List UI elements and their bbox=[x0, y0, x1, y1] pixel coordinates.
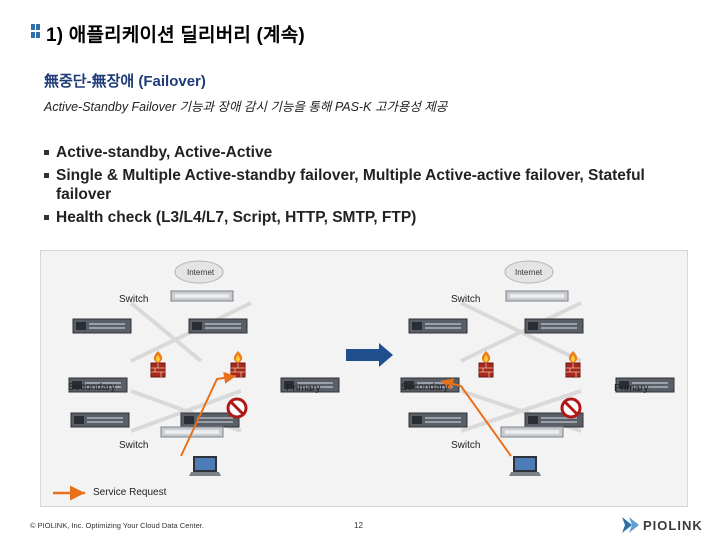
legend-label: Service Request bbox=[93, 487, 167, 498]
logo-text: PIOLINK bbox=[643, 517, 703, 533]
right-fault-icon bbox=[560, 397, 582, 419]
left-server-icon bbox=[72, 318, 132, 334]
section-subtitle: 無중단-無장애 (Failover) bbox=[44, 73, 206, 90]
left-firewall-icon bbox=[230, 350, 246, 378]
piolink-logo: PIOLINK bbox=[622, 515, 703, 535]
left-top-switch-label: Switch bbox=[119, 294, 149, 305]
right-internet-label: Internet bbox=[515, 268, 543, 277]
failover-diagram: Internet Switch Secondary Primary Switch… bbox=[40, 250, 688, 507]
network-topology bbox=[53, 260, 675, 501]
right-secondary-label: Secondary bbox=[401, 382, 449, 393]
bullet-item: Single & Multiple Active-standby failove… bbox=[43, 166, 693, 204]
bullet-item: Active-standby, Active-Active bbox=[43, 143, 693, 162]
bullet-item: Health check (L3/L4/L7, Script, HTTP, SM… bbox=[43, 208, 693, 227]
right-firewall-icon bbox=[478, 350, 494, 378]
left-request-arrow bbox=[180, 371, 237, 457]
footer-copyright: © PIOLINK, Inc. Optimizing Your Cloud Da… bbox=[30, 521, 204, 530]
title-bullet-icon bbox=[31, 24, 40, 38]
left-secondary-label: Secondary bbox=[68, 382, 116, 393]
right-primary-label: Primary bbox=[614, 383, 649, 394]
left-fault-icon bbox=[226, 397, 248, 419]
left-primary-label: Primary bbox=[286, 383, 321, 394]
page-number: 12 bbox=[354, 521, 363, 530]
right-server-icon bbox=[408, 412, 468, 428]
page-title: 1) 애플리케이션 딜리버리 (계속) bbox=[46, 25, 305, 46]
left-firewall-icon bbox=[150, 350, 166, 378]
right-request-arrow bbox=[440, 378, 512, 457]
logo-mark-icon bbox=[622, 517, 639, 533]
right-bottom-switch-label: Switch bbox=[451, 440, 481, 451]
right-client-laptop-icon bbox=[509, 456, 541, 476]
right-server-icon bbox=[524, 318, 584, 334]
left-client-laptop-icon bbox=[189, 456, 221, 476]
left-bottom-switch-label: Switch bbox=[119, 440, 149, 451]
right-top-switch-label: Switch bbox=[451, 294, 481, 305]
left-server-icon bbox=[188, 318, 248, 334]
left-internet-label: Internet bbox=[187, 268, 215, 277]
left-server-icon bbox=[70, 412, 130, 428]
right-bottom-switch-icon bbox=[500, 426, 564, 438]
left-top-switch-icon bbox=[170, 290, 234, 302]
right-server-icon bbox=[408, 318, 468, 334]
right-top-switch-icon bbox=[505, 290, 569, 302]
bullet-list: Active-standby, Active-Active Single & M… bbox=[43, 143, 693, 231]
transition-arrow-icon bbox=[346, 343, 393, 367]
section-description: Active-Standby Failover 기능과 장애 감시 기능을 통해… bbox=[44, 100, 448, 114]
